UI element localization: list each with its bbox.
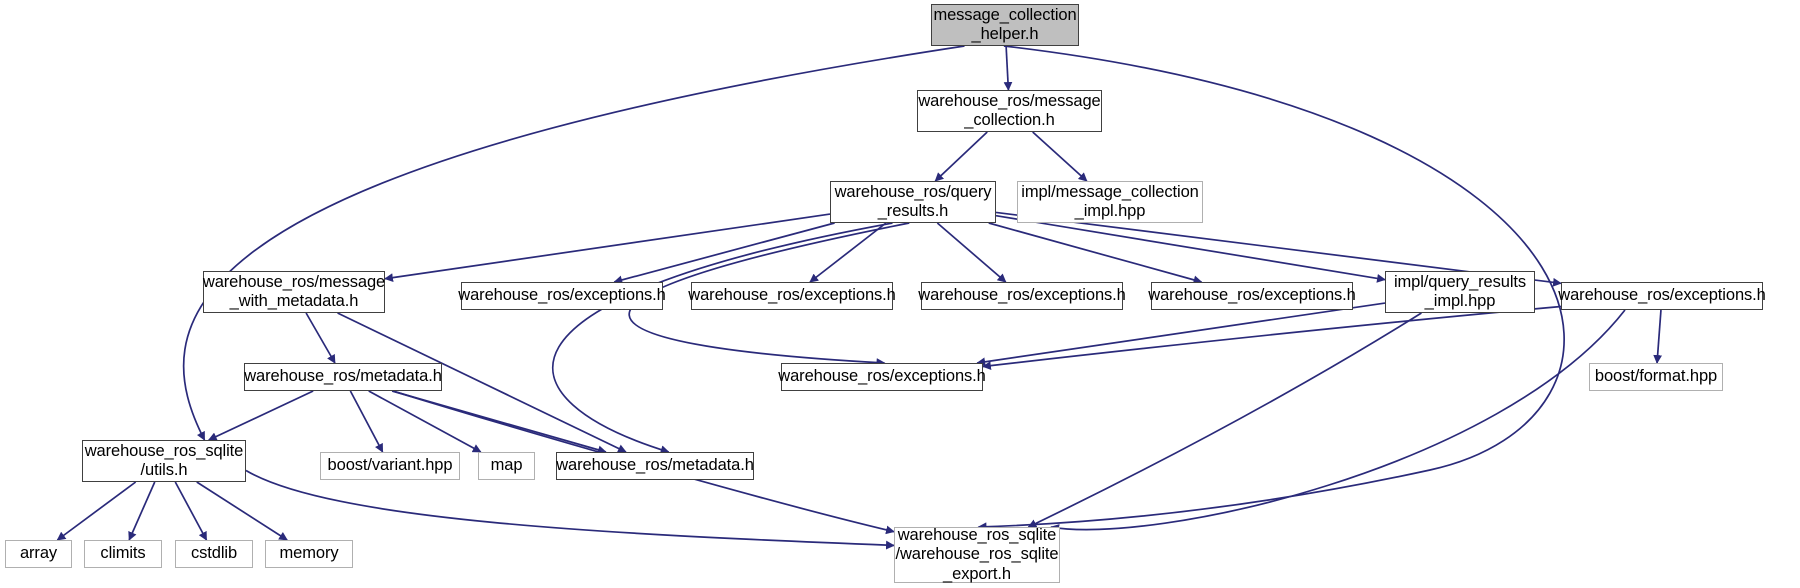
edge-query_results-to-exceptions_6: [628, 222, 910, 367]
edge-impl_query_results_impl-to-exceptions_6: [976, 302, 1386, 367]
edge-query_results-to-exceptions_2: [809, 222, 887, 283]
node-exceptions_3[interactable]: warehouse_ros/exceptions.h: [918, 282, 1126, 310]
edge-message_with_metadata-to-metadata_1: [305, 312, 336, 364]
edge-utils-to-climits: [128, 481, 156, 541]
edge-metadata_1-to-boost_variant: [349, 390, 384, 453]
node-memory[interactable]: memory: [265, 540, 353, 568]
edge-query_results-to-exceptions_1: [613, 222, 835, 285]
node-metadata_2[interactable]: warehouse_ros/metadata.h: [556, 452, 754, 480]
node-metadata_1[interactable]: warehouse_ros/metadata.h: [244, 363, 442, 391]
edge-query_results-to-exceptions_3: [936, 222, 1007, 283]
edge-exceptions_5-to-exceptions_6: [982, 305, 1562, 370]
node-exceptions_6[interactable]: warehouse_ros/exceptions.h: [778, 363, 986, 391]
node-boost_format[interactable]: boost/format.hpp: [1589, 363, 1723, 391]
node-cstdlib[interactable]: cstdlib: [175, 540, 253, 568]
node-export_header[interactable]: warehouse_ros_sqlite /warehouse_ros_sqli…: [894, 526, 1060, 583]
edge-query_results-to-impl_query_results_impl: [995, 214, 1386, 283]
edge-group: [56, 45, 1663, 550]
edge-metadata_1-to-utils: [207, 390, 314, 441]
edge-metadata_1-to-map: [368, 390, 482, 453]
edge-message_collection_helper-to-message_collection: [1003, 45, 1013, 91]
edge-utils-to-memory: [196, 481, 288, 541]
edge-utils-to-export_header: [245, 469, 895, 550]
edge-message_collection_helper-to-export_header: [977, 45, 1565, 532]
node-utils[interactable]: warehouse_ros_sqlite /utils.h: [82, 440, 246, 482]
node-exceptions_1[interactable]: warehouse_ros/exceptions.h: [458, 282, 666, 310]
edge-exceptions_5-to-boost_format: [1653, 309, 1663, 364]
node-message_collection[interactable]: warehouse_ros/message _collection.h: [917, 90, 1102, 132]
node-message_collection_helper[interactable]: message_collection _helper.h: [931, 4, 1079, 46]
edge-message_collection_helper-to-utils: [182, 45, 965, 441]
edge-utils-to-cstdlib: [174, 481, 208, 541]
node-impl_message_collection_impl[interactable]: impl/message_collection _impl.hpp: [1017, 181, 1203, 223]
node-impl_query_results_impl[interactable]: impl/query_results _impl.hpp: [1385, 271, 1535, 313]
node-exceptions_5[interactable]: warehouse_ros/exceptions.h: [1558, 282, 1766, 310]
edge-query_results-to-message_with_metadata: [384, 213, 831, 282]
node-climits[interactable]: climits: [84, 540, 162, 568]
node-exceptions_4[interactable]: warehouse_ros/exceptions.h: [1148, 282, 1356, 310]
node-message_with_metadata[interactable]: warehouse_ros/message _with_metadata.h: [203, 271, 385, 313]
edge-query_results-to-exceptions_4: [988, 222, 1203, 285]
edge-impl_query_results_impl-to-export_header: [1027, 312, 1422, 528]
edge-message_collection-to-impl_message_collection_impl: [1032, 131, 1088, 182]
node-query_results[interactable]: warehouse_ros/query _results.h: [830, 181, 996, 223]
node-exceptions_2[interactable]: warehouse_ros/exceptions.h: [688, 282, 896, 310]
node-array[interactable]: array: [5, 540, 72, 568]
node-map[interactable]: map: [478, 452, 535, 480]
edge-exceptions_5-to-export_header: [1050, 309, 1626, 533]
node-boost_variant[interactable]: boost/variant.hpp: [320, 452, 460, 480]
edge-message_with_metadata-to-metadata_2: [337, 312, 627, 453]
edge-query_results-to-metadata_2: [551, 222, 893, 454]
edge-utils-to-array: [56, 481, 137, 541]
edge-message_collection-to-query_results: [934, 131, 988, 182]
